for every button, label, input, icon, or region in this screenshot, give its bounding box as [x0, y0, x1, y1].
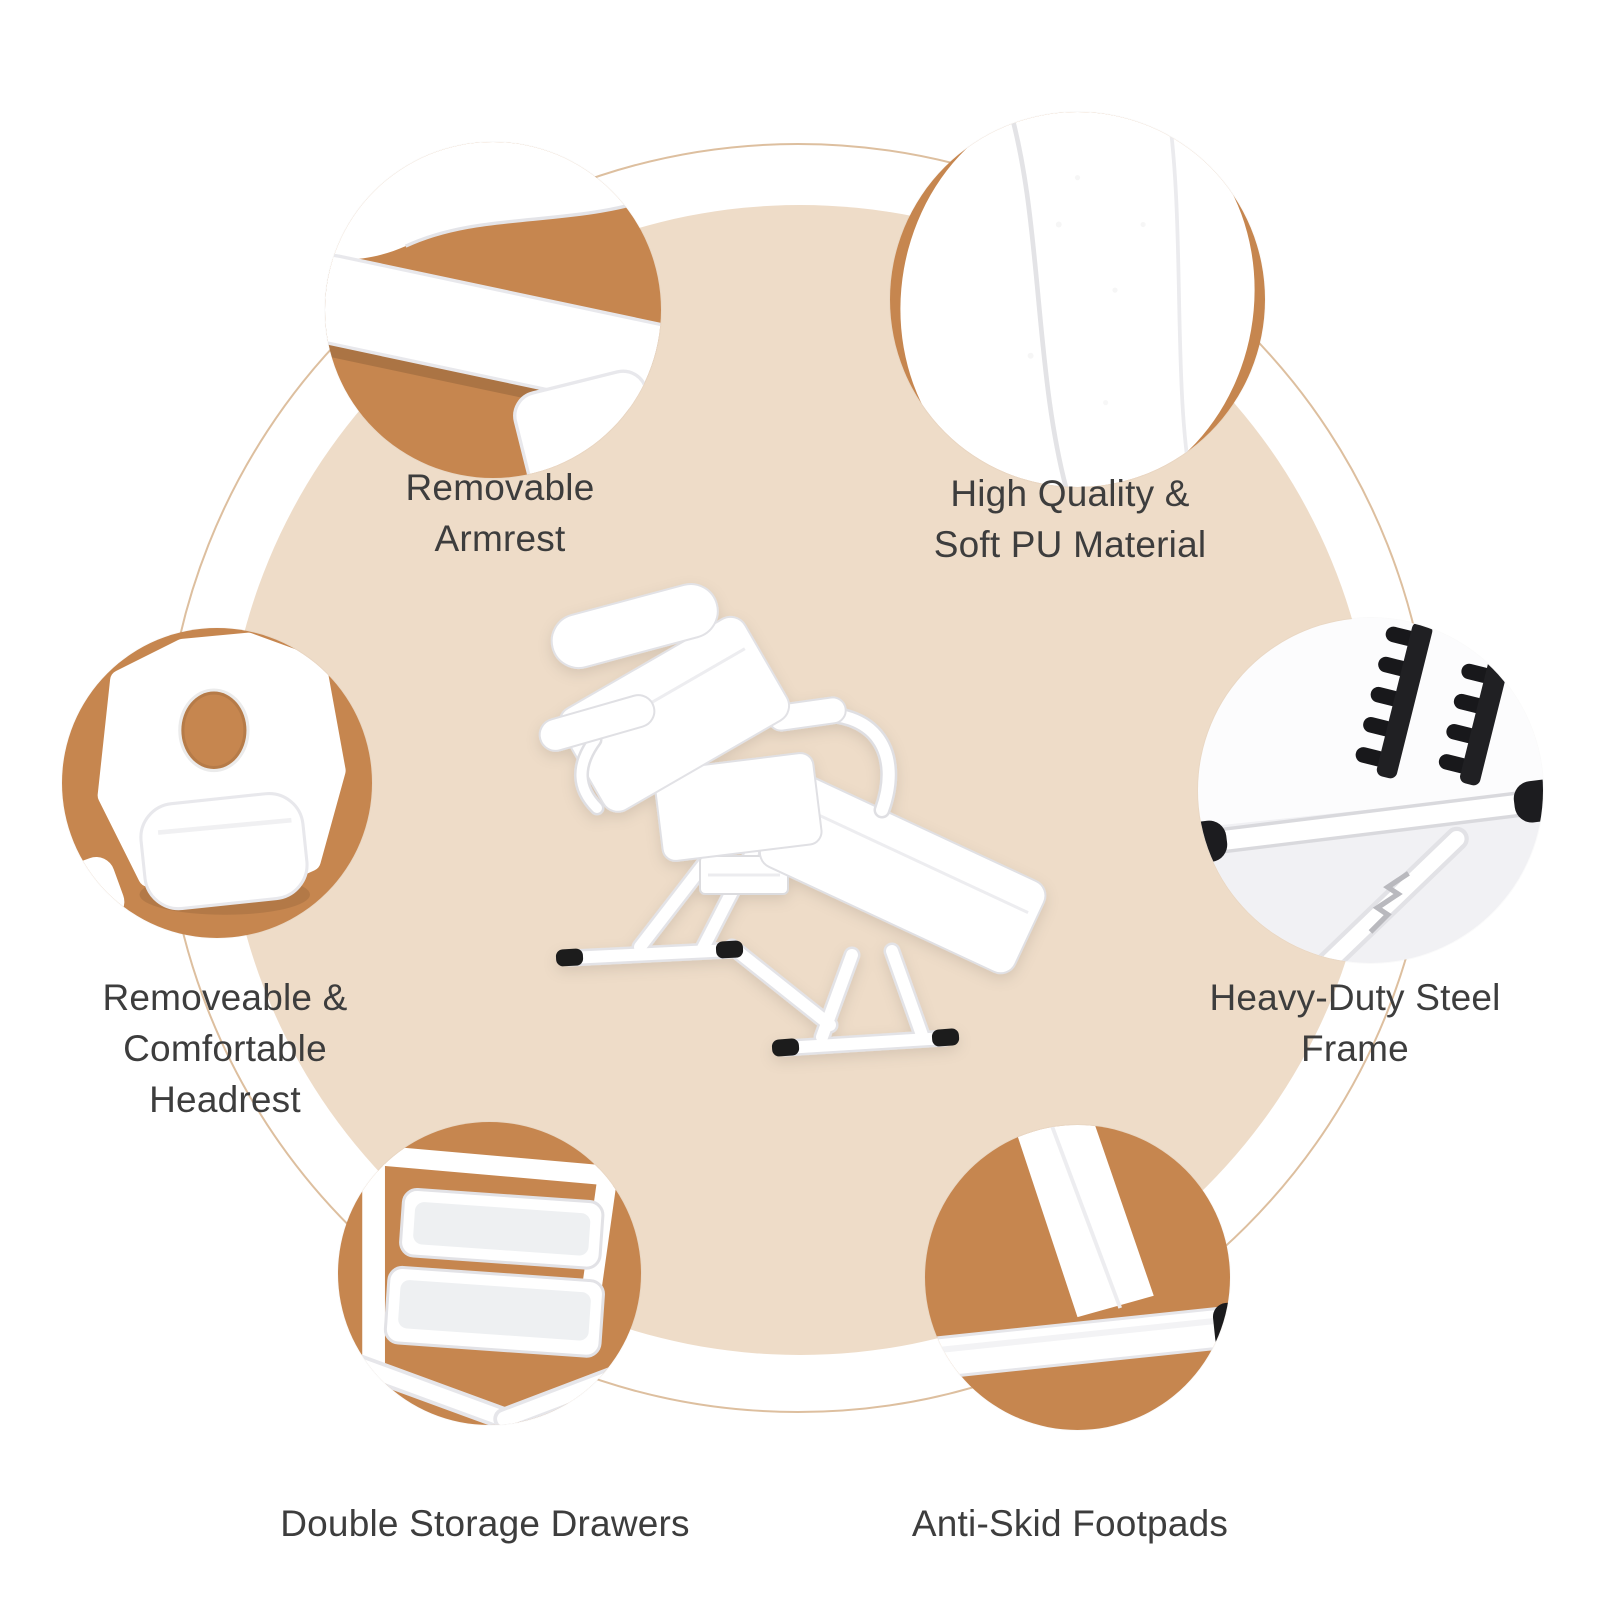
footpads-detail-image — [925, 1125, 1230, 1430]
chair-seat — [653, 752, 823, 862]
steel-frame-label-line1: Heavy-Duty Steel — [1209, 977, 1501, 1018]
armrest-detail-image — [325, 142, 661, 478]
pu-material-label-line1: High Quality & — [950, 473, 1190, 514]
steel-frame-label-line2: Frame — [1301, 1028, 1409, 1070]
footpads-label-line1: Anti-Skid Footpads — [911, 1503, 1229, 1544]
headrest-detail-image — [62, 628, 372, 938]
armrest-label-line1: Removable — [405, 467, 595, 508]
chair-armrest-left — [538, 694, 656, 816]
drawers-label-line1: Double Storage Drawers — [280, 1503, 690, 1544]
steel-frame-detail-image — [1198, 618, 1543, 963]
pu-material-label-line2: Soft PU Material — [933, 524, 1207, 566]
headrest-label-line3: Headrest — [149, 1079, 301, 1121]
chair-legrest — [758, 773, 1047, 975]
steel-frame-label: Heavy-Duty Steel Frame — [1165, 972, 1545, 1074]
pu-material-detail-photo — [890, 112, 1265, 487]
pu-material-detail-image — [890, 112, 1265, 487]
armrest-label-line2: Armrest — [434, 518, 566, 560]
armrest-label: Removable Armrest — [330, 462, 670, 564]
footpads-detail-photo — [925, 1125, 1230, 1430]
headrest-detail-photo — [62, 628, 372, 938]
chair-headrest-pillow — [550, 583, 719, 670]
pu-material-label: High Quality & Soft PU Material — [880, 468, 1260, 570]
drawers-detail-image — [338, 1122, 641, 1425]
steel-frame-detail-photo — [1198, 618, 1543, 963]
headrest-label: Removeable & Comfortable Headrest — [40, 972, 410, 1125]
massage-bed-product-image — [538, 583, 1047, 1057]
chair-footpads — [555, 940, 960, 1057]
drawers-label: Double Storage Drawers — [255, 1498, 715, 1549]
footpads-label: Anti-Skid Footpads — [860, 1498, 1280, 1549]
armrest-detail-photo — [325, 142, 661, 478]
headrest-label-line1: Removeable & — [102, 977, 348, 1018]
drawers-detail-photo — [338, 1122, 641, 1425]
headrest-label-line2: Comfortable — [123, 1028, 327, 1070]
